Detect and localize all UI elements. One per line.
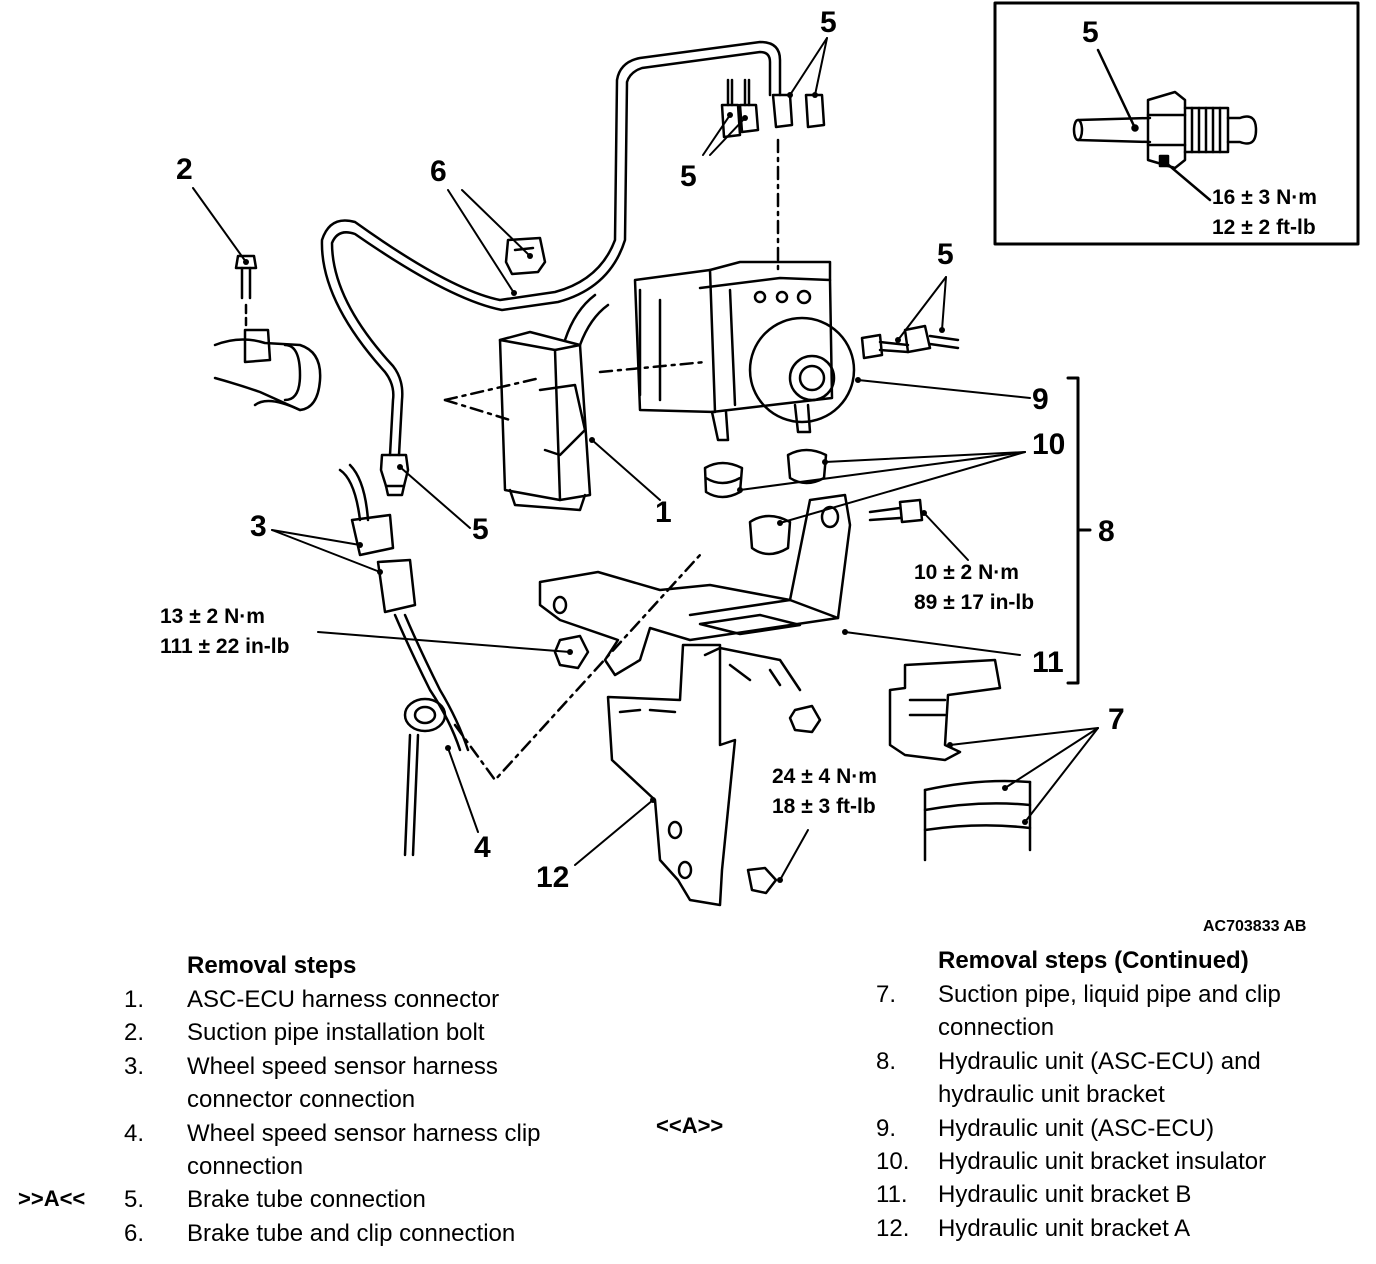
step-text: ASC-ECU harness connector	[187, 986, 500, 1013]
step-text: Suction pipe installation bolt	[187, 1019, 485, 1047]
callout-10: 10	[1032, 428, 1066, 461]
step-text: Hydraulic unit (ASC-ECU)	[938, 1114, 1215, 1142]
callout-11: 11	[1032, 646, 1064, 679]
insulator-c	[748, 514, 792, 556]
inset-box	[993, 1, 1360, 246]
callout-3: 3	[250, 510, 267, 543]
callout-9: 9	[1032, 383, 1049, 416]
callout-5-right: 5	[937, 238, 954, 271]
step-text: Suction pipe, liquid pipe and clip	[938, 981, 1281, 1008]
callout-7: 7	[1108, 703, 1125, 736]
callout-12: 12	[536, 861, 570, 894]
step-text: connection	[938, 1014, 1055, 1042]
insulator-b	[786, 448, 828, 485]
step-text: Wheel speed sensor harness clip	[187, 1119, 541, 1147]
step-number: 12.	[876, 1214, 910, 1242]
inset-brake-fitting	[1072, 90, 1258, 170]
step-marker-a-left: >>A<<	[18, 1186, 86, 1211]
step-number: 1.	[124, 986, 145, 1013]
callout-5-top: 5	[820, 6, 837, 39]
step-text: Brake tube connection	[187, 1186, 426, 1214]
callout-2: 2	[176, 153, 193, 186]
step-item: 8. Hydraulic unit (ASC-ECU) and hydraulic …	[876, 1045, 1376, 1112]
callout-4: 4	[474, 831, 491, 864]
step-item: 12. Hydraulic unit bracket A	[876, 1212, 1376, 1245]
insulator-a	[703, 461, 744, 499]
step-text: Brake tube and clip connection	[187, 1219, 516, 1247]
callout-5-top-left: 5	[680, 160, 697, 193]
hydraulic-unit-bracket-b	[538, 493, 852, 677]
figure-id: AC703833 AB	[1203, 918, 1307, 935]
removal-steps-heading: Removal steps	[187, 952, 357, 979]
step-item: 1. ASC-ECU harness connector	[124, 983, 644, 1016]
step-number: 2.	[124, 1019, 145, 1047]
step-text: Hydraulic unit bracket A	[938, 1214, 1191, 1242]
callout-5-inset: 5	[1082, 16, 1099, 49]
step-item: 9. Hydraulic unit (ASC-ECU)	[876, 1112, 1376, 1145]
step-text: Hydraulic unit bracket insulator	[938, 1148, 1267, 1175]
step-marker-a-right: <<A>>	[656, 1113, 724, 1138]
step-number: 9.	[876, 1114, 897, 1142]
step-item: 3. Wheel speed sensor harness connector co…	[124, 1050, 644, 1117]
callout-1: 1	[655, 496, 672, 529]
hydraulic-unit-bracket-a	[606, 643, 802, 907]
step-number: 11.	[876, 1181, 908, 1209]
suction-pipe-clip	[888, 658, 1032, 862]
top-tube-fittings	[720, 78, 826, 139]
assembly-bracket-8	[1066, 376, 1080, 685]
brake-tube	[320, 40, 782, 457]
step-text: Hydraulic unit (ASC-ECU) and	[938, 1047, 1261, 1075]
hydraulic-unit	[633, 260, 856, 442]
step-item: 10. Hydraulic unit bracket insulator	[876, 1145, 1376, 1178]
step-number: 3.	[124, 1052, 145, 1080]
brake-tube-clip	[504, 236, 547, 276]
step-item: 5. Brake tube connection	[124, 1183, 644, 1216]
step-text: Wheel speed sensor harness	[187, 1052, 498, 1080]
step-number: 8.	[876, 1047, 897, 1075]
suction-pipe	[213, 328, 322, 412]
step-item: 2. Suction pipe installation bolt	[124, 1016, 644, 1049]
step-text: Hydraulic unit bracket B	[938, 1181, 1192, 1209]
right-tube-fittings	[860, 324, 960, 360]
asc-ecu-connector	[498, 293, 610, 512]
step-text: connection	[187, 1152, 304, 1180]
inset-leader-torque	[1163, 160, 1212, 202]
nut-left	[553, 634, 590, 670]
callout-6: 6	[430, 155, 447, 188]
callout-5-left: 5	[472, 513, 489, 546]
step-number: 6.	[124, 1219, 145, 1247]
step-item: 11. Hydraulic unit bracket B	[876, 1178, 1376, 1211]
step-number: 7.	[876, 981, 897, 1008]
leader-lines	[192, 37, 1099, 881]
step-number: 4.	[124, 1119, 145, 1147]
step-number: 5.	[124, 1186, 145, 1214]
step-item: 6. Brake tube and clip connection	[124, 1217, 644, 1250]
step-item: 7. Suction pipe, liquid pipe and clip conn…	[876, 978, 1376, 1045]
suction-pipe-bolt	[234, 254, 258, 300]
step-text: hydraulic unit bracket	[938, 1081, 1165, 1109]
inset-leader-5	[1096, 48, 1137, 130]
step-number: 10.	[876, 1148, 910, 1175]
step-item: 4. Wheel speed sensor harness clip connect…	[124, 1117, 644, 1184]
wheel-speed-sensor-harness	[338, 463, 470, 857]
step-text: connector connection	[187, 1086, 416, 1114]
callout-8: 8	[1098, 515, 1115, 548]
removal-steps-continued-heading: Removal steps (Continued)	[938, 947, 1249, 974]
